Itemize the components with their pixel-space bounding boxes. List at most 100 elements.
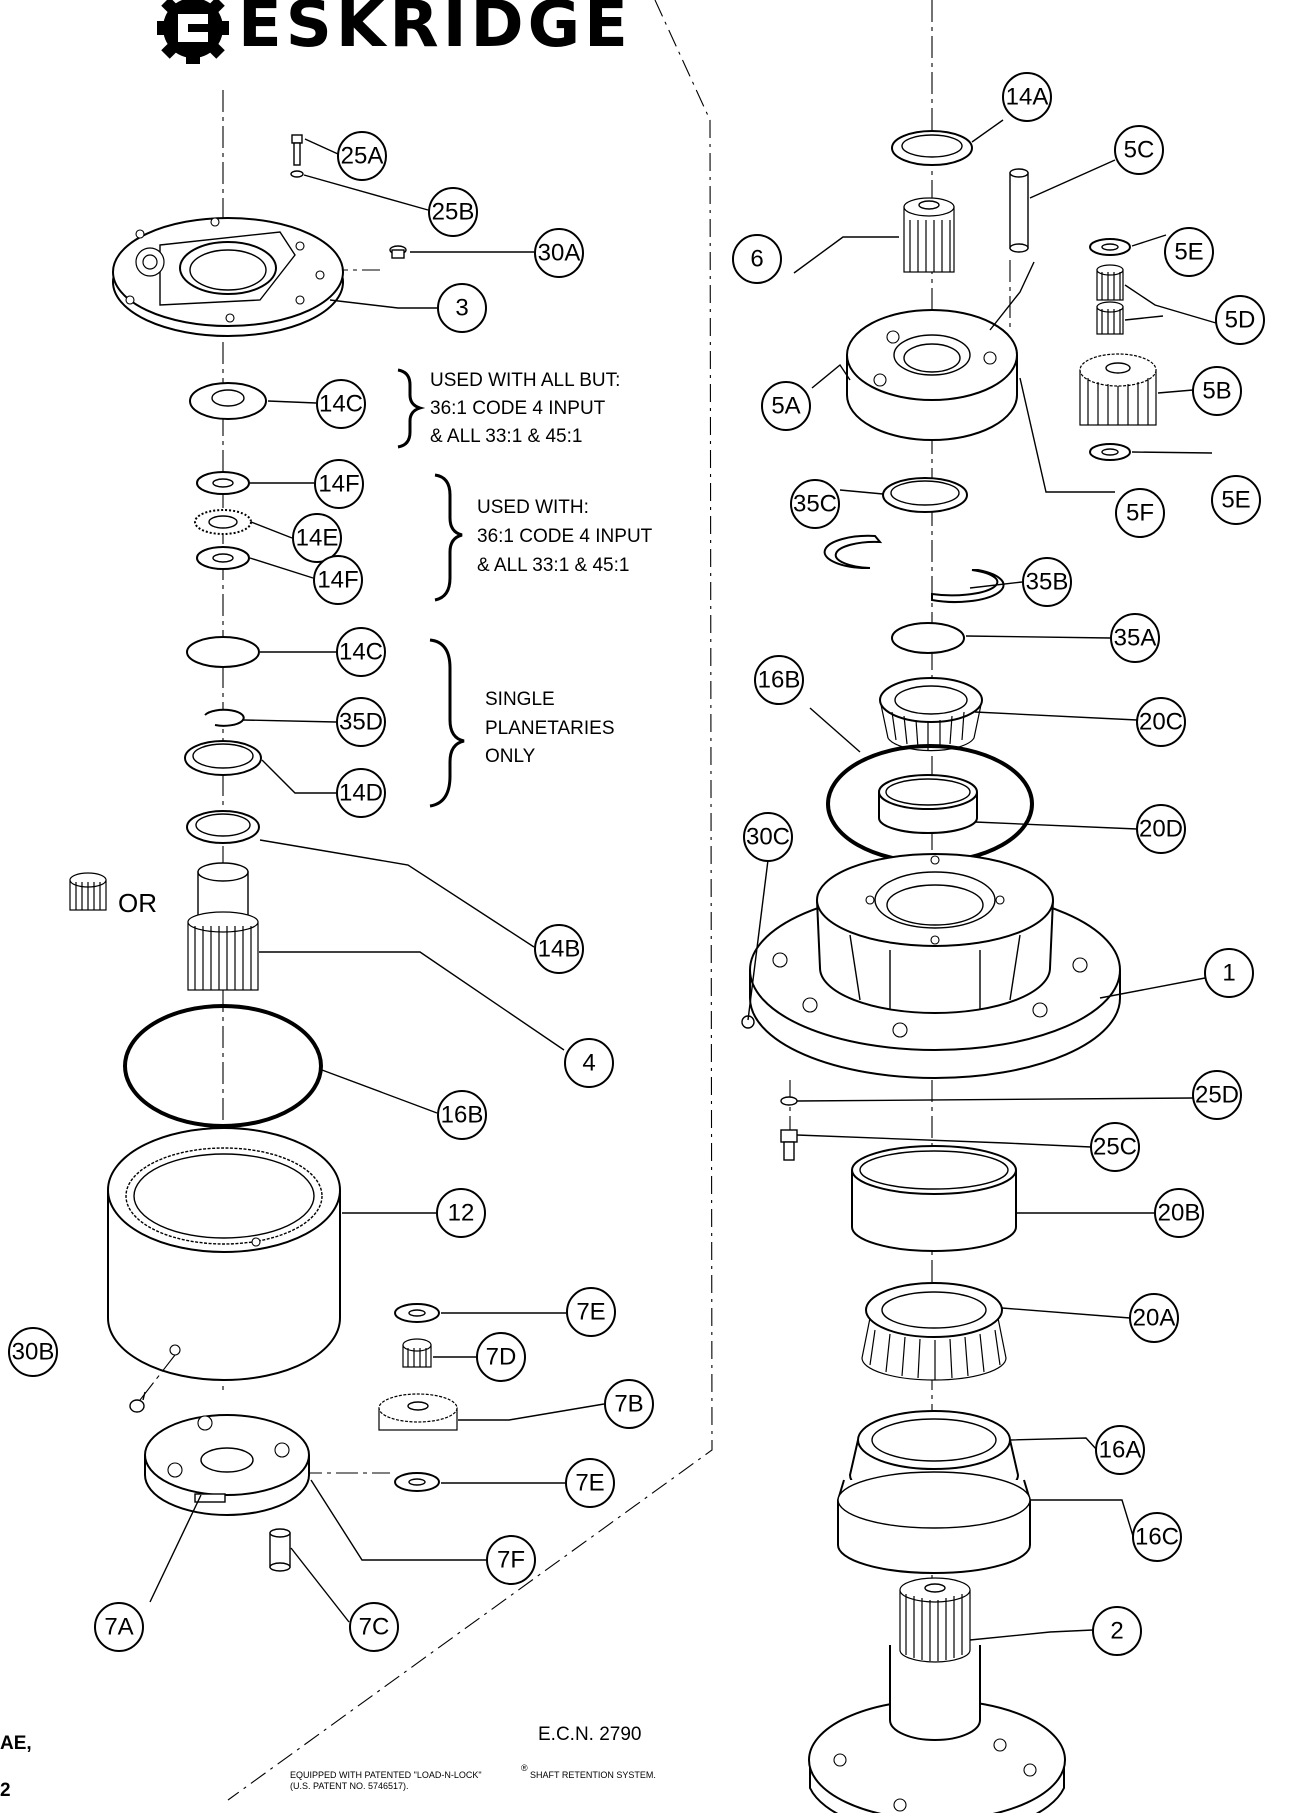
- svg-text:35B: 35B: [1026, 569, 1069, 596]
- svg-text:30A: 30A: [538, 240, 581, 267]
- svg-text:(U.S. PATENT NO. 5746517).: (U.S. PATENT NO. 5746517).: [290, 1781, 409, 1791]
- brace-group-2: [434, 473, 463, 602]
- svg-text:16B: 16B: [758, 667, 801, 694]
- needle-bearing-7d: [402, 1338, 432, 1368]
- svg-text:5F: 5F: [1126, 500, 1154, 527]
- callout-7e-top: 7E: [566, 1287, 616, 1337]
- callout-14c-top: 14C: [316, 379, 366, 429]
- svg-text:PLANETARIES: PLANETARIES: [485, 718, 615, 739]
- thrust-washer-14c-top: [189, 382, 267, 420]
- or-label: OR: [118, 888, 157, 918]
- thrust-washer-14f-top: [196, 471, 250, 495]
- svg-text:®: ®: [521, 1763, 528, 1773]
- plate-gear-icon: [135, 247, 165, 277]
- callout-2: 2: [1092, 1606, 1142, 1656]
- leader-lines: [142, 119, 1217, 1641]
- callout-5b: 5B: [1192, 366, 1242, 416]
- svg-text:USED WITH:: USED WITH:: [477, 497, 589, 518]
- svg-text:6: 6: [750, 246, 763, 273]
- callout-5c: 5C: [1114, 125, 1164, 175]
- washer-5e-bottom: [1089, 443, 1131, 461]
- svg-text:7C: 7C: [359, 1614, 390, 1641]
- callout-20c: 20C: [1136, 697, 1186, 747]
- note-group-2: USED WITH: 36:1 CODE 4 INPUT & ALL 33:1 …: [477, 497, 653, 576]
- svg-text:12: 12: [448, 1200, 475, 1227]
- logo-wordmark: ESKRIDGE: [238, 0, 632, 62]
- callout-14a: 14A: [1002, 72, 1052, 122]
- sun-gear-6: [903, 197, 955, 273]
- svg-text:& ALL 33:1 & 45:1: & ALL 33:1 & 45:1: [430, 426, 582, 447]
- callout-7c: 7C: [349, 1602, 399, 1652]
- pin-5c: [1009, 168, 1029, 253]
- svg-text:5C: 5C: [1124, 137, 1155, 164]
- svg-text:7D: 7D: [486, 1344, 517, 1371]
- washer-7e-bottom: [394, 1472, 440, 1492]
- svg-text:30C: 30C: [746, 824, 790, 851]
- callout-14f-bottom: 14F: [313, 555, 363, 605]
- cover-plate-3: [112, 217, 344, 337]
- svg-text:7F: 7F: [497, 1547, 525, 1574]
- eskridge-logo: ESKRIDGE: [157, 0, 632, 64]
- note-group-3: SINGLE PLANETARIES ONLY: [485, 689, 615, 767]
- thrust-washer-14f-bottom: [196, 546, 250, 570]
- bearing-cup-20b: [851, 1145, 1017, 1252]
- svg-text:20B: 20B: [1158, 1200, 1201, 1227]
- output-shaft-2: [808, 1577, 1066, 1818]
- hub-1: [749, 853, 1121, 1079]
- callout-7f: 7F: [486, 1535, 536, 1585]
- svg-text:5E: 5E: [1221, 487, 1250, 514]
- svg-text:5A: 5A: [771, 393, 800, 420]
- brace-group-1: [397, 368, 426, 449]
- washer-25b: [290, 170, 304, 178]
- svg-text:EQUIPPED WITH PATENTED "LOAD-N: EQUIPPED WITH PATENTED "LOAD-N-LOCK": [290, 1770, 482, 1780]
- callout-3: 3: [437, 283, 487, 333]
- bearing-cone-20c: [879, 677, 983, 752]
- callout-14d: 14D: [336, 768, 386, 818]
- plug-30b: [129, 1399, 145, 1413]
- svg-text:USED WITH ALL BUT:: USED WITH ALL BUT:: [430, 370, 620, 391]
- washer-5e-top: [1089, 238, 1131, 256]
- svg-text:36:1 CODE 4 INPUT: 36:1 CODE 4 INPUT: [430, 398, 606, 419]
- svg-text:ONLY: ONLY: [485, 746, 536, 767]
- svg-text:SHAFT RETENTION SYSTEM.: SHAFT RETENTION SYSTEM.: [530, 1770, 656, 1780]
- svg-text:1: 1: [1222, 960, 1235, 987]
- callout-14c-mid: 14C: [336, 627, 386, 677]
- seal-cover-16c: [837, 1471, 1031, 1574]
- note-group-1: USED WITH ALL BUT: 36:1 CODE 4 INPUT & A…: [430, 370, 620, 447]
- callout-7d: 7D: [476, 1332, 526, 1382]
- svg-text:20A: 20A: [1133, 1305, 1176, 1332]
- carrier-5a: [846, 309, 1018, 441]
- svg-text:2: 2: [1110, 1618, 1123, 1645]
- callout-30c: 30C: [743, 812, 793, 862]
- callout-7e-bottom: 7E: [565, 1458, 615, 1508]
- callout-16b-right: 16B: [754, 655, 804, 705]
- ring-gear-12: [107, 1127, 341, 1381]
- planet-gear-5b: [1079, 353, 1157, 426]
- gear-logo-icon: [157, 0, 229, 64]
- svg-text:20D: 20D: [1139, 816, 1183, 843]
- svg-text:14A: 14A: [1006, 84, 1049, 111]
- svg-text:16A: 16A: [1099, 1437, 1142, 1464]
- svg-text:SINGLE: SINGLE: [485, 689, 555, 710]
- patent-notice: EQUIPPED WITH PATENTED "LOAD-N-LOCK" ® S…: [290, 1763, 656, 1791]
- carrier-7a: [144, 1414, 310, 1516]
- callout-30a: 30A: [534, 228, 584, 278]
- callout-14e: 14E: [292, 513, 342, 563]
- svg-text:5E: 5E: [1174, 239, 1203, 266]
- svg-text:14D: 14D: [339, 780, 383, 807]
- thrust-washer-14c-mid: [186, 636, 260, 668]
- svg-text:14C: 14C: [319, 391, 363, 418]
- callout-14f-top: 14F: [314, 459, 364, 509]
- bolt-25c: [780, 1129, 798, 1161]
- callout-35d: 35D: [336, 697, 386, 747]
- thrust-washer-14d: [184, 740, 262, 776]
- callout-5e-bottom: 5E: [1211, 475, 1261, 525]
- assembly-divider-line: [227, 0, 713, 1801]
- callout-5d: 5D: [1215, 295, 1265, 345]
- callout-35c: 35C: [790, 479, 840, 529]
- callout-35a: 35A: [1110, 613, 1160, 663]
- svg-text:4: 4: [582, 1050, 595, 1077]
- edge-fragment-2: 2: [0, 1780, 11, 1801]
